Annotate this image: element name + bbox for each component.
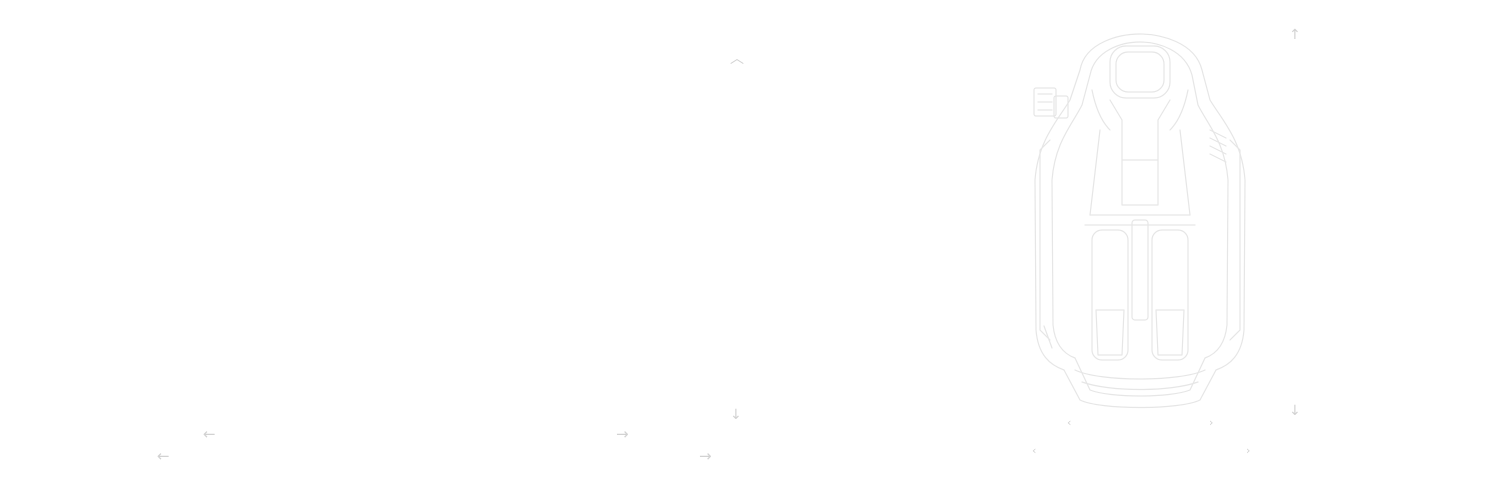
right-next-inner-button[interactable]: ›	[1209, 416, 1214, 429]
right-next-outer-button[interactable]: ›	[1246, 444, 1251, 457]
massage-chair-image	[1030, 30, 1250, 415]
left-prev-outer-button[interactable]: ←	[157, 447, 170, 465]
left-scroll-up-button[interactable]: ︿	[730, 51, 744, 67]
left-next-outer-button[interactable]: →	[699, 447, 712, 465]
right-prev-outer-button[interactable]: ‹	[1032, 444, 1037, 457]
left-scroll-down-button[interactable]: ↓	[730, 407, 742, 423]
right-scroll-up-button[interactable]: ↑	[1289, 27, 1301, 43]
right-prev-inner-button[interactable]: ‹	[1067, 416, 1072, 429]
left-prev-inner-button[interactable]: ←	[203, 425, 216, 443]
left-next-inner-button[interactable]: →	[616, 425, 629, 443]
right-scroll-down-button[interactable]: ↓	[1289, 403, 1301, 419]
